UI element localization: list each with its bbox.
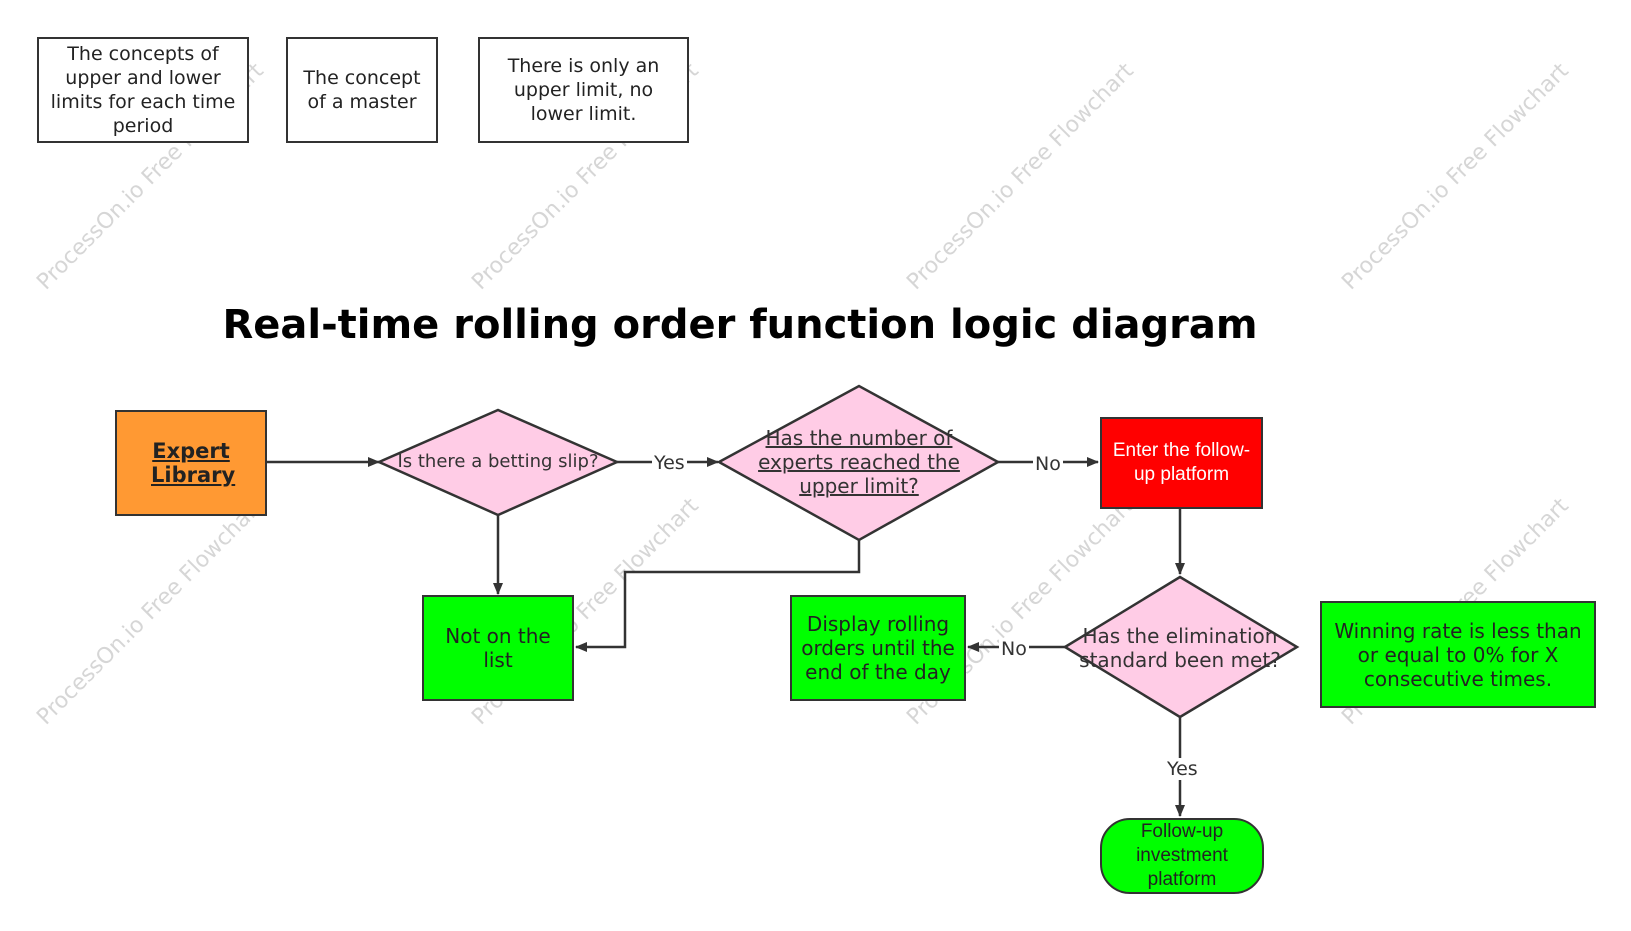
- node-not-on-list: Not on the list: [422, 595, 574, 701]
- note-upper-limit-only: There is only an upper limit, no lower l…: [478, 37, 689, 143]
- edge-label-yes-1: Yes: [652, 452, 687, 474]
- node-upper-limit-wrap: Has the number of experts reached the up…: [745, 416, 973, 508]
- edge-upperlimit-to-notlist: [575, 540, 861, 652]
- node-followup-investment: Follow-up investment platform: [1100, 818, 1264, 894]
- node-upper-limit-label[interactable]: Has the number of experts reached the up…: [758, 426, 960, 498]
- node-betting-slip-label: Is there a betting slip?: [397, 451, 599, 472]
- diamond-betting-slip: [375, 408, 621, 517]
- node-display-rolling: Display rolling orders until the end of …: [790, 595, 966, 701]
- node-enter-followup: Enter the follow-up platform: [1100, 417, 1263, 509]
- node-expert-library: Expert Library: [115, 410, 267, 516]
- diagram-title: Real-time rolling order function logic d…: [222, 302, 1258, 348]
- edge-label-yes-2: Yes: [1165, 758, 1200, 780]
- diamond-elimination: [1062, 575, 1300, 719]
- note-time-period-limits: The concepts of upper and lower limits f…: [37, 37, 249, 143]
- note-master-concept: The concept of a master: [286, 37, 438, 143]
- node-elimination-label: Has the elimination standard been met?: [1079, 624, 1281, 672]
- edge-label-no-1: No: [1033, 453, 1063, 475]
- diamond-upper-limit: [716, 384, 1001, 542]
- node-winning-rate: Winning rate is less than or equal to 0%…: [1320, 601, 1596, 708]
- edge-label-no-2: No: [999, 638, 1029, 660]
- connectors: [266, 457, 1185, 817]
- node-expert-library-label[interactable]: Expert Library: [151, 439, 236, 487]
